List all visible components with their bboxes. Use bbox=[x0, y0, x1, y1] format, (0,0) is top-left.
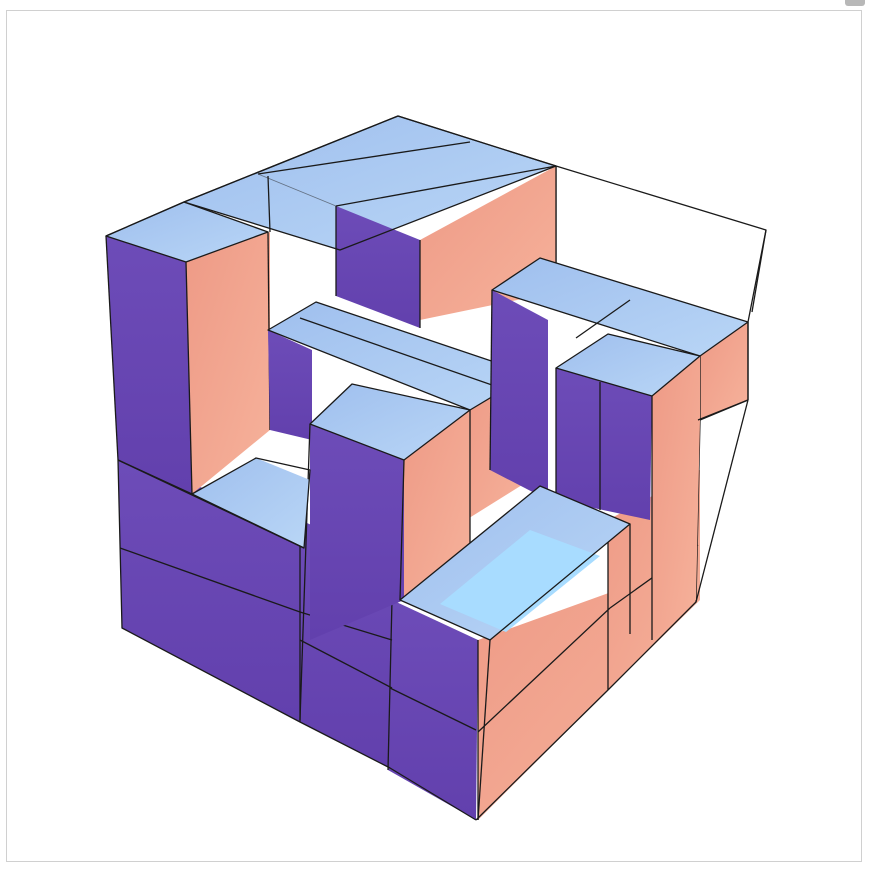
left-pillar bbox=[106, 202, 270, 494]
